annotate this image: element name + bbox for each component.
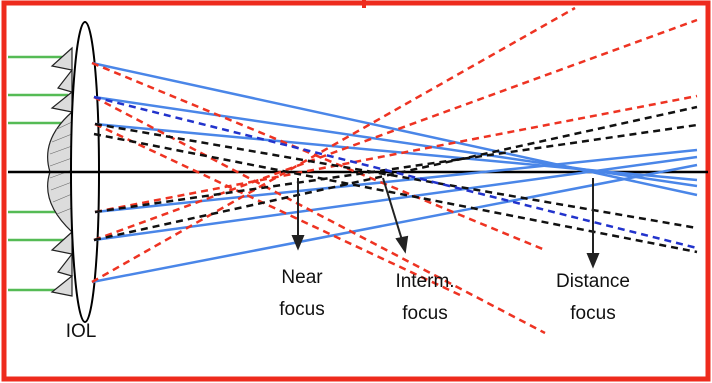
blue-dashed-ray [93,95,698,250]
blue-rays [91,61,698,284]
focus-arrows [291,177,600,269]
lens-label: IOL [65,321,97,342]
black-dashed-rays [93,105,698,254]
distance-focus-label: Distance focus [556,271,630,324]
near-focus-label: Near focus [279,267,325,320]
intermediate-focus-label: Interm. focus [395,271,455,324]
